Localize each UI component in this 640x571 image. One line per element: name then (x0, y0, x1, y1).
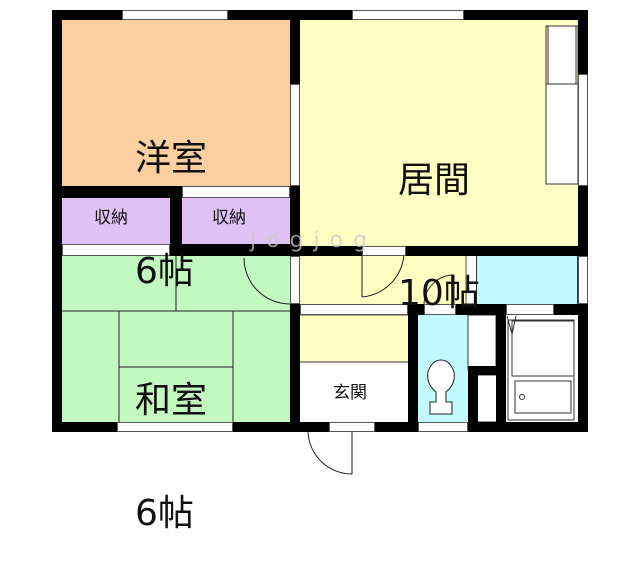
shelf-lower (545, 83, 579, 185)
door-toilet (424, 304, 456, 315)
japanese-room-size: 6帖 (135, 492, 194, 534)
wall-bottom (52, 422, 588, 432)
living-room-name: 居間 (398, 159, 471, 201)
hallway (300, 256, 466, 304)
wall-living-bottom (290, 246, 588, 256)
window-living-right (578, 74, 588, 186)
hallway-lower (300, 315, 408, 362)
living-room (300, 20, 578, 246)
western-room (62, 20, 290, 186)
japanese-room-label: 和室 6帖 (135, 306, 207, 571)
closet-left (62, 198, 170, 244)
opening-hall-lower (300, 304, 408, 315)
western-room-label: 洋室 6帖 (135, 64, 207, 329)
closet-door-right (182, 186, 290, 198)
closet-door-left (62, 244, 170, 256)
closet-left-label: 収納 (94, 208, 128, 228)
door-entrance (329, 422, 375, 432)
window-japanese-bottom (117, 422, 233, 432)
drain-icon (519, 394, 525, 400)
closet-right-label: 収納 (212, 208, 246, 228)
wall-left (52, 10, 62, 432)
window-washroom-right (578, 256, 588, 304)
door-swing-entrance (307, 431, 353, 475)
shower-area (511, 320, 575, 377)
door-living-hall (362, 246, 406, 256)
japanese-room-name: 和室 (135, 379, 208, 421)
watermark: jogjog (250, 228, 378, 253)
wall-top (52, 10, 588, 20)
door-swing-living-room (361, 247, 405, 298)
opening-western-living (290, 84, 300, 186)
living-room-label: 居間 10帖 (398, 86, 480, 351)
western-room-name: 洋室 (135, 137, 208, 179)
bathtub (514, 380, 572, 414)
washroom (476, 256, 578, 304)
wall-right (578, 10, 588, 432)
wall-bath-left (496, 304, 506, 432)
window-living-top (352, 10, 464, 20)
toilet-fixture (427, 359, 455, 415)
wall-storage (468, 366, 498, 375)
wall-japanese-hall (290, 304, 300, 432)
wall-entrance-toilet (408, 304, 418, 432)
fixtures-overlay (62, 25, 579, 475)
wall-closet-divider (170, 186, 182, 256)
living-room-size: 10帖 (398, 272, 480, 314)
wall-toilet-right (468, 366, 478, 432)
door-swing-toilet (423, 274, 455, 305)
entrance (300, 362, 408, 422)
closet-right (182, 198, 290, 244)
tatami-lines (62, 256, 290, 422)
opening-japanese-hall (290, 256, 300, 304)
door-swing-japanese-room (243, 257, 291, 305)
entrance-label: 玄関 (333, 383, 367, 403)
window-western-top (122, 10, 228, 20)
window-toilet-bottom (418, 422, 468, 432)
shelf-upper (547, 25, 577, 85)
western-room-size: 6帖 (135, 250, 194, 292)
wall-closet-japanese (170, 244, 300, 256)
door-bath (506, 304, 554, 315)
